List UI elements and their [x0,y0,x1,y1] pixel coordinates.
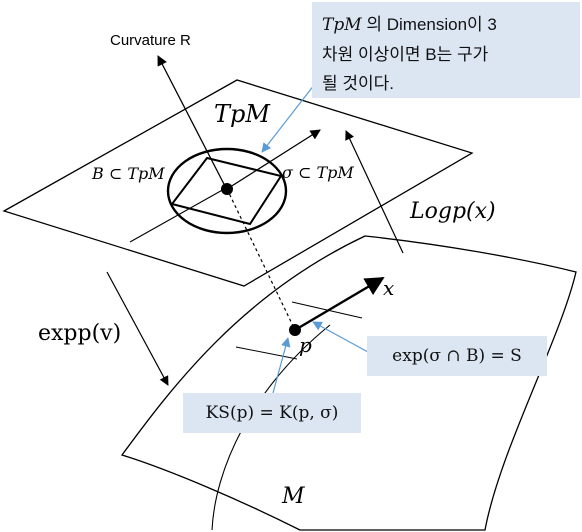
note-pointer [261,79,319,153]
ks-pointer [272,337,291,394]
p-frame-line-2 [235,346,298,360]
curvature-axis [157,55,227,189]
ball-label: B ⊂ TpM [91,164,165,183]
point-x-label: x [383,276,394,300]
exp-formula-text: exp(σ ∩ B) = S [392,346,522,366]
log-map-arrow [345,130,404,254]
plane-to-manifold-dashed [226,188,296,331]
sigma-label: σ ⊂ TpM [282,163,354,182]
exp-pointer [312,321,369,353]
sectional-curvature-callout: KS(p) = K(p, σ) [183,393,361,433]
note-line-3: 될 것이다. [322,74,395,93]
tangent-plane [2,79,474,287]
note-line-1: TpM 의 Dimension이 3 [322,10,570,40]
exp-map-label: expp(v) [38,321,121,346]
tangent-plane-label: TpM [214,100,271,128]
note-line-2: 차원 이상이면 B는 구가 [322,45,489,64]
note-line-1-text: 의 Dimension이 3 [366,15,497,34]
manifold-label: M [281,484,305,509]
manifold-surface [120,235,577,531]
log-map-label: Logp(x) [409,199,496,224]
point-p [289,324,301,336]
ks-formula-text: KS(p) = K(p, σ) [205,403,339,423]
tangent-vector [226,129,321,190]
dimension-note-callout: TpM 의 Dimension이 3 차원 이상이면 B는 구가 될 것이다. [312,2,580,98]
p-to-x-vector [294,276,385,332]
point-p-label: p [299,333,312,357]
curvature-label: Curvature R [110,32,191,49]
exp-map-arrow [106,271,169,386]
exp-formula-callout: exp(σ ∩ B) = S [367,336,547,376]
ball-b [166,147,288,235]
note-math: TpM [322,15,362,35]
